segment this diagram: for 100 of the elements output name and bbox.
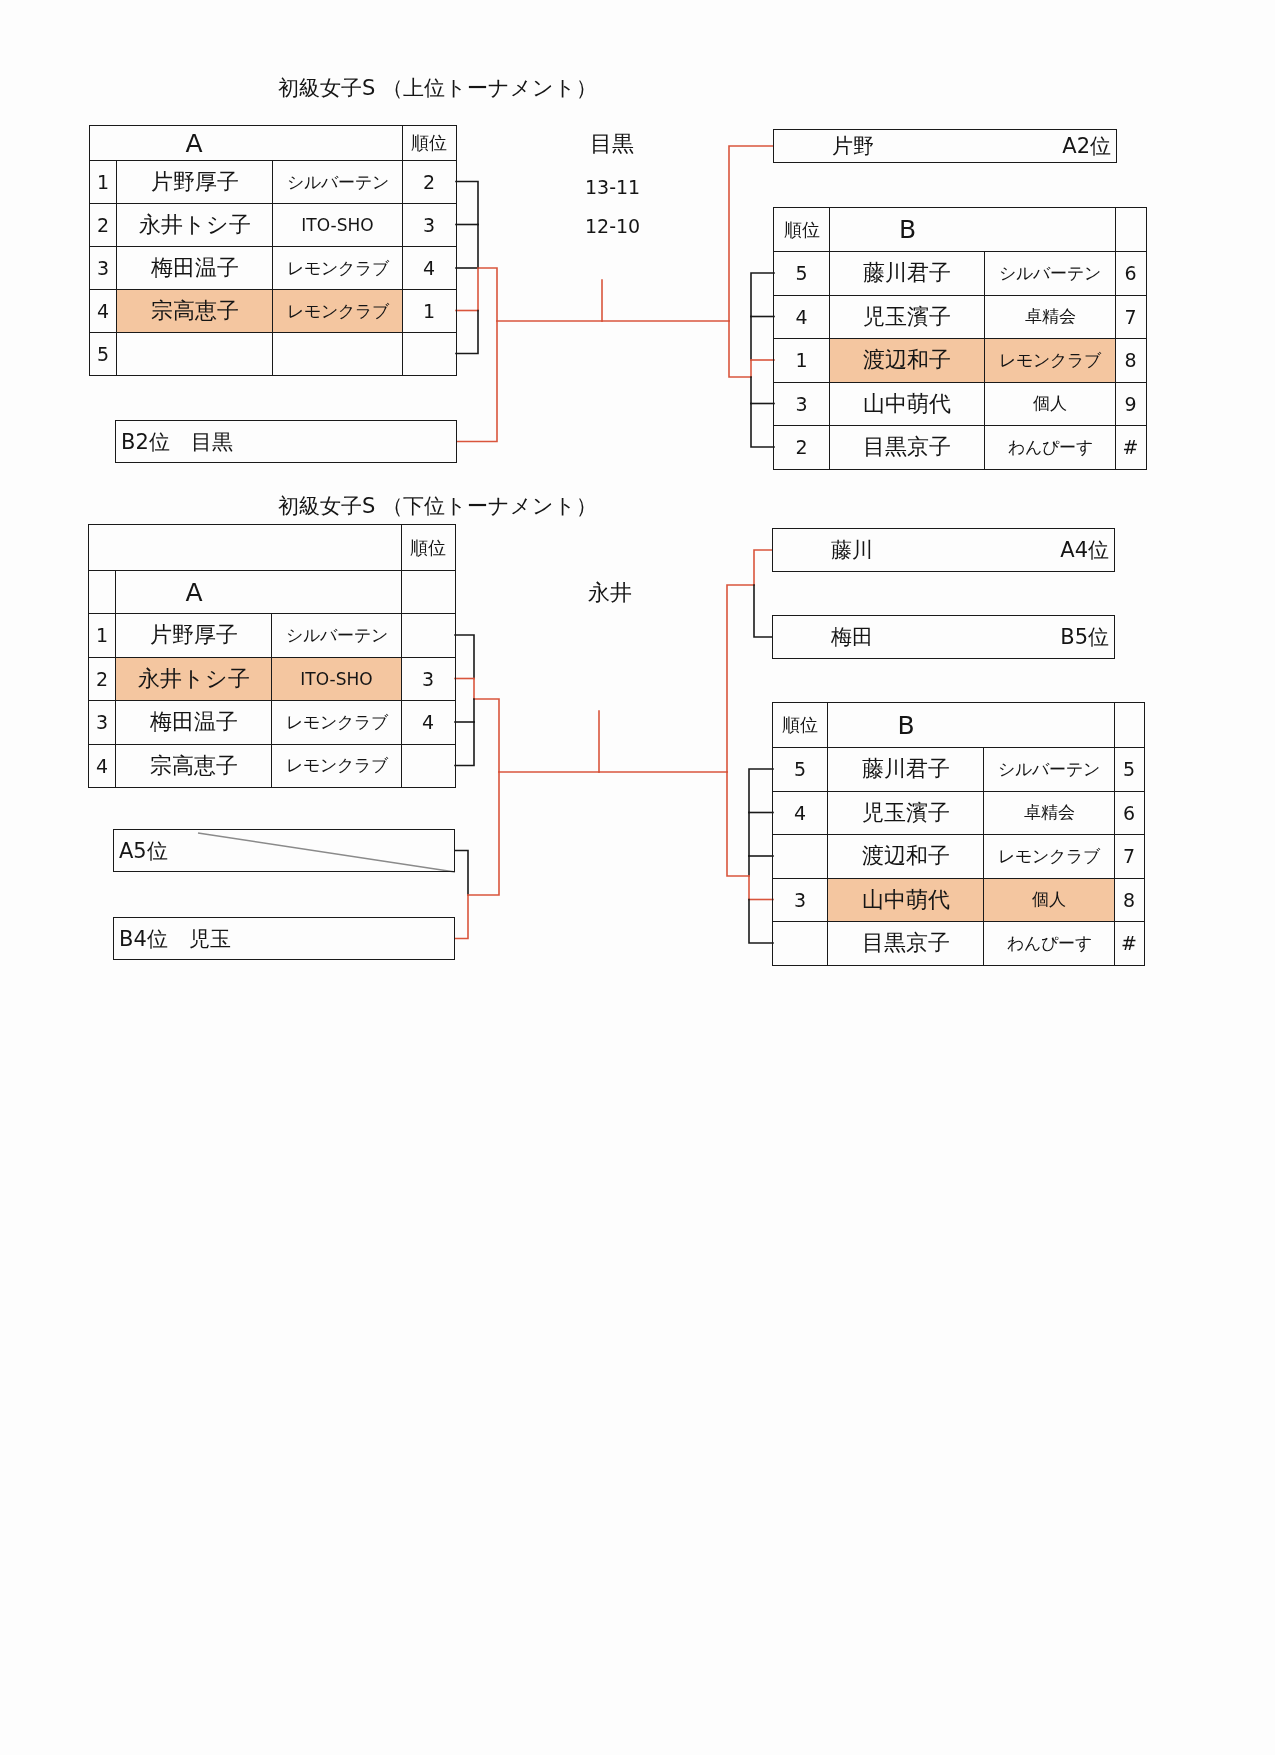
bracket-line [498,771,600,773]
bracket-line [496,320,603,322]
group-heading: A [185,577,203,607]
player-name-cell: 宗高恵子 [115,744,271,787]
bracket-line [601,279,603,322]
bracket-line [455,267,479,269]
rank-cell: 1 [402,290,455,332]
club-name-cell: 個人 [984,382,1115,425]
player-name-cell: 渡辺和子 [827,835,983,878]
table-row [89,743,455,787]
club-name-cell: ITO-SHO [271,657,401,700]
bracket-line [748,855,774,857]
club-name-cell: シルバーテン [984,252,1115,295]
table-row [89,700,455,744]
bracket-line [455,180,479,226]
player-name-cell: 永井トシ子 [115,657,271,700]
bracket-line [477,267,479,312]
entry-label: B4位 児玉 [119,925,231,953]
group-heading: B [898,215,917,244]
club-name-cell: わんぴーす [984,426,1115,469]
player-name-cell: 梅田温子 [115,701,271,744]
entry-number-cell-text: 2 [95,213,111,238]
bracket-line [726,584,755,773]
club-name-cell: レモンクラブ [272,290,402,332]
club-name-cell: シルバーテン [272,161,402,203]
player-name-cell: 片野厚子 [116,161,272,203]
player-name: 藤川 [831,537,873,564]
player-name-cell: 山中萌代 [827,878,983,921]
bracket-line [726,771,750,877]
rank-heading: 順位 [411,131,447,155]
player-name-cell: 藤川君子 [827,748,983,791]
entry-box [113,829,455,872]
winner-name: 永井 [588,580,632,606]
match-score: 13-11 [585,177,641,199]
bracket-line [750,359,752,378]
bracket-line [456,320,498,443]
club-name-cell: シルバーテン [983,748,1114,791]
player-name: 梅田 [831,624,873,651]
seed-position: A2位 [1062,133,1111,160]
rank-cell-text: 4 [794,304,809,330]
player-name-cell: 藤川君子 [829,252,984,295]
entry-number-cell: # [1115,426,1145,469]
table-row [774,294,1146,338]
club-name-cell: 卓精会 [984,295,1115,338]
entry-number-cell-text: 4 [95,299,111,324]
bracket-line [748,898,774,901]
bracket-line [473,677,475,700]
score-table [773,207,1147,470]
table-row [89,656,455,700]
table-row [773,747,1144,791]
bracket-line [748,811,750,857]
club-name-cell: わんぴーす [983,922,1114,965]
winner-name: 目黒 [590,131,634,157]
seed-position: A4位 [1060,537,1109,564]
rank-cell-text: 2 [794,435,809,461]
table-row [773,834,1144,878]
bracket-line [748,898,774,944]
entry-number-cell: 6 [1115,252,1145,295]
section-title: 初級女子S （下位トーナメント） [278,494,597,519]
bracket-line [750,402,775,405]
bracket-line [455,309,479,312]
section-title: 初級女子S （上位トーナメント） [278,76,597,101]
bracket-line [748,875,750,901]
rank-cell-text: 5 [792,757,808,783]
bracket-line [601,320,730,322]
bracket-line [750,402,775,448]
club-name-cell: レモンクラブ [983,835,1114,878]
bracket-line [750,376,752,405]
match-score: 12-10 [585,216,641,238]
bracket-line [473,698,500,773]
player-name-cell: 目黒京子 [829,426,984,469]
bracket-line [454,721,475,723]
entry-number-cell-text: 4 [94,753,110,779]
player-name: 片野 [832,133,874,160]
rank-cell-text: 3 [794,391,809,417]
score-table [89,125,457,376]
group-heading: B [897,710,915,740]
bracket-line [748,768,774,814]
rank-cell-text: 1 [794,348,809,374]
entry-number-cell: 7 [1115,295,1145,338]
bracket-line [473,698,475,723]
table-row [90,289,456,332]
rank-heading: 順位 [782,713,818,737]
bracket-line [728,145,774,322]
bracket-line [748,811,774,814]
table-row [774,338,1146,382]
club-name-cell: レモンクラブ [984,339,1115,382]
score-table [88,524,456,788]
club-name-cell: レモンクラブ [271,744,401,787]
entry-number-cell-text: 5 [95,342,111,367]
player-name-cell: 山中萌代 [829,382,984,425]
entry-number-cell: 5 [1114,748,1143,791]
bracket-line [750,315,775,318]
club-name-cell: 卓精会 [983,791,1114,834]
seed-position: B5位 [1060,624,1109,651]
player-name-cell: 児玉濱子 [829,295,984,338]
group-heading: A [185,128,203,158]
entry-number-cell: 8 [1114,878,1143,921]
player-name-cell: 目黒京子 [827,922,983,965]
rank-cell: 4 [401,701,454,744]
